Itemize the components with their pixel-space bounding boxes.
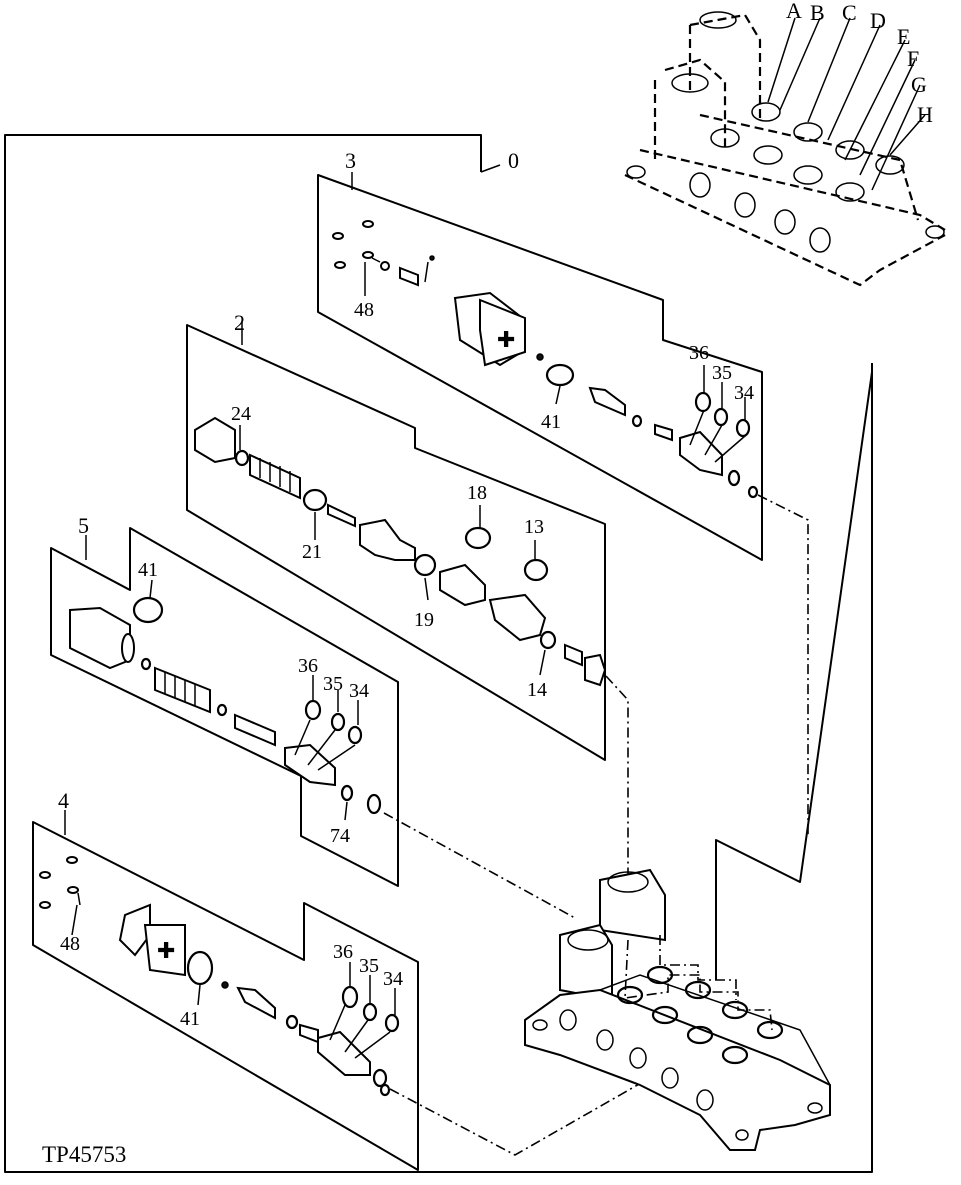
- part-number-41: 41: [138, 559, 158, 581]
- valve-body-inset: [624, 11, 946, 287]
- valve-port-label-h: H: [917, 102, 933, 127]
- assembly-line-4: [389, 1074, 656, 1156]
- part-number-14: 14: [527, 679, 547, 701]
- part-number-48: 48: [354, 299, 374, 321]
- part-number-34: 34: [383, 968, 403, 990]
- part-number-74: 74: [330, 825, 350, 847]
- assembly-label-3: 3: [345, 148, 356, 173]
- panel-group-2: [186, 324, 606, 761]
- valve-port-label-c: C: [842, 0, 857, 25]
- assembly-label-2: 2: [234, 310, 245, 335]
- diagram-code: TP45753: [42, 1142, 126, 1167]
- assembly-label-4: 4: [58, 788, 69, 813]
- assembly-line-2: [605, 675, 629, 875]
- part-number-36: 36: [298, 655, 318, 677]
- assembly-label-5: 5: [78, 513, 89, 538]
- part-number-35: 35: [712, 362, 732, 384]
- part-number-35: 35: [359, 955, 379, 977]
- valve-port-label-e: E: [897, 24, 910, 49]
- panel-group-4: [32, 821, 419, 1171]
- valve-port-label-a: A: [786, 0, 802, 23]
- assembly-line-5: [383, 812, 576, 919]
- part-number-36: 36: [333, 941, 353, 963]
- valve-port-label-b: B: [810, 0, 825, 25]
- part-number-24: 24: [231, 403, 251, 425]
- valve-port-label-f: F: [907, 46, 919, 71]
- assembly-line-3: [757, 494, 809, 835]
- part-number-41: 41: [541, 411, 561, 433]
- part-number-35: 35: [323, 673, 343, 695]
- parts-group-5: [69, 535, 382, 821]
- svg-text:✚: ✚: [157, 939, 175, 964]
- part-number-21: 21: [302, 541, 322, 563]
- parts-group-3: ✚: [332, 172, 759, 499]
- assembly-label-0: 0: [508, 148, 519, 173]
- parts-group-4: ✚: [39, 810, 400, 1097]
- valve-port-label-g: G: [911, 72, 927, 97]
- part-number-48: 48: [60, 933, 80, 955]
- svg-text:✚: ✚: [497, 328, 515, 353]
- part-number-19: 19: [414, 609, 434, 631]
- part-number-34: 34: [349, 680, 369, 702]
- panel-group-5: [50, 527, 399, 887]
- outer-frame: [4, 134, 873, 1173]
- valve-port-label-d: D: [870, 8, 886, 33]
- panel-group-3: [317, 174, 763, 561]
- part-number-36: 36: [689, 342, 709, 364]
- part-number-41: 41: [180, 1008, 200, 1030]
- part-number-13: 13: [524, 516, 544, 538]
- part-number-34: 34: [734, 382, 754, 404]
- parts-group-2: [194, 322, 607, 687]
- valve-body-main: [524, 868, 831, 1151]
- part-number-18: 18: [467, 482, 487, 504]
